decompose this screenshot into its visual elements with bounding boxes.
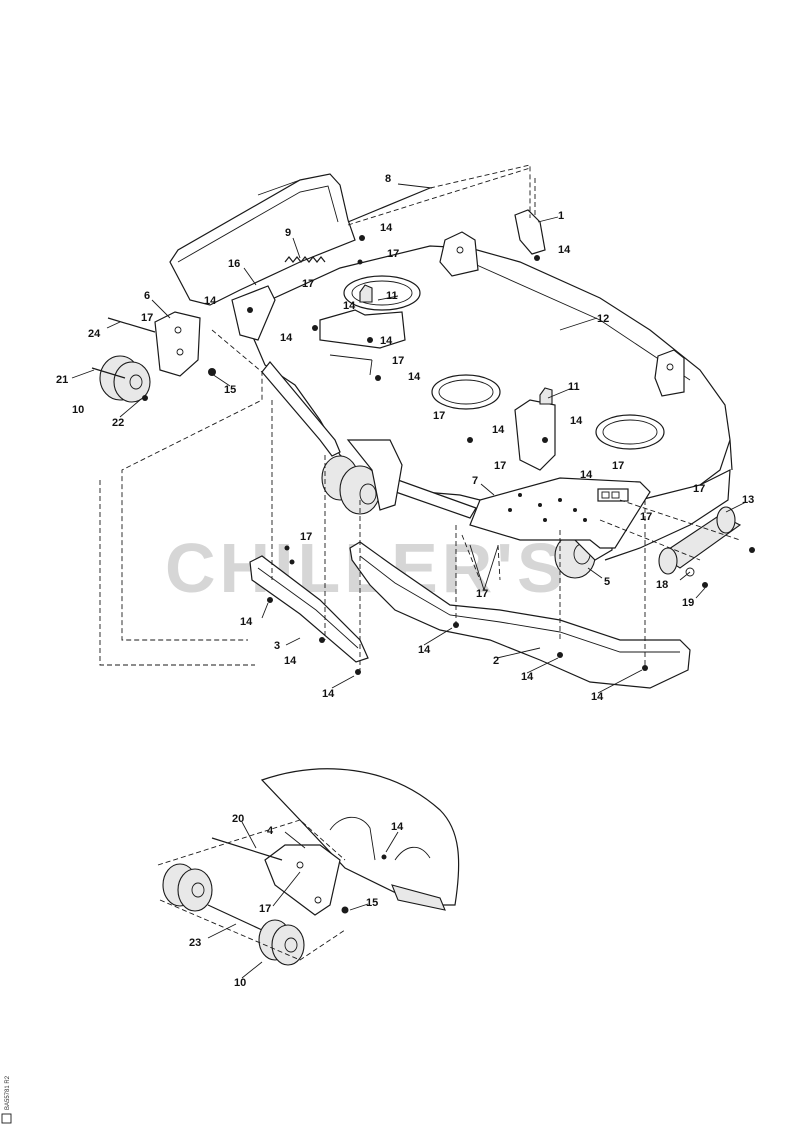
callout-20: 20 — [232, 813, 244, 825]
lift-rod — [347, 187, 431, 223]
caster-bracket-top — [154, 311, 201, 377]
callout-14: 14 — [343, 300, 356, 312]
baffle — [349, 541, 691, 689]
callout-16: 16 — [228, 258, 240, 270]
callout-14: 14 — [284, 655, 297, 667]
callout-4: 4 — [267, 825, 274, 837]
callout-11: 11 — [386, 290, 398, 302]
callout-14: 14 — [418, 644, 431, 656]
callout-15-inset: 15 — [366, 897, 378, 909]
pulley-bracket-rear — [319, 284, 406, 349]
callout-14: 14 — [322, 688, 335, 700]
assembly-guide-lines — [99, 164, 741, 670]
callout-14: 14 — [492, 424, 505, 436]
hardware-fasteners — [142, 235, 755, 675]
spindle-opening-left — [343, 275, 421, 311]
callout-17: 17 — [640, 511, 652, 523]
drawing-code: BA55781 R2 — [5, 1075, 11, 1110]
hanger-bracket — [514, 209, 546, 255]
callout-21: 21 — [56, 374, 68, 386]
callout-9: 9 — [285, 227, 291, 239]
callout-12: 12 — [597, 313, 609, 325]
inset-view — [157, 768, 460, 966]
callout-17: 17 — [387, 248, 399, 260]
callout-1: 1 — [558, 210, 564, 222]
callout-2: 2 — [493, 655, 499, 667]
callout-14: 14 — [408, 371, 421, 383]
callout-17: 17 — [494, 460, 506, 472]
gauge-wheel-top — [99, 355, 151, 403]
callout-22: 22 — [112, 417, 124, 429]
callout-14: 14 — [580, 469, 593, 481]
callout-8: 8 — [385, 173, 391, 185]
callout-17: 17 — [433, 410, 445, 422]
pulley-bracket-center — [514, 387, 556, 471]
rear-roller — [658, 506, 742, 575]
callout-14: 14 — [591, 691, 604, 703]
callout-18: 18 — [656, 579, 668, 591]
callout-14: 14 — [204, 295, 217, 307]
callout-11-center: 11 — [568, 381, 580, 393]
callout-7: 7 — [472, 475, 478, 487]
drawing-code-box — [1, 1113, 12, 1124]
gauge-wheel-bar — [261, 361, 477, 519]
deck-roller-left — [321, 439, 403, 515]
callout-3: 3 — [274, 640, 280, 652]
callout-14: 14 — [558, 244, 571, 256]
callout-6: 6 — [144, 290, 150, 302]
side-baffle — [249, 555, 369, 663]
callout-14: 14 — [380, 222, 393, 234]
spindle-opening-right — [595, 414, 665, 450]
callout-17: 17 — [141, 312, 153, 324]
callout-17-inset: 17 — [259, 903, 271, 915]
callout-17: 17 — [300, 531, 312, 543]
callout-13: 13 — [742, 494, 754, 506]
callout-23: 23 — [189, 937, 201, 949]
callout-14-inset: 14 — [391, 821, 404, 833]
callout-17: 17 — [302, 278, 314, 290]
callout-14: 14 — [521, 671, 534, 683]
spindle-opening-center — [431, 374, 501, 410]
callout-5: 5 — [604, 576, 610, 588]
belt-cover-plate — [469, 477, 651, 549]
callout-17: 17 — [693, 483, 705, 495]
callout-17: 17 — [612, 460, 624, 472]
callout-17: 17 — [392, 355, 404, 367]
callout-14: 14 — [380, 335, 393, 347]
discharge-deflector — [169, 173, 356, 306]
callout-15: 15 — [224, 384, 236, 396]
leader-lines — [71, 183, 747, 979]
callout-14: 14 — [570, 415, 583, 427]
callout-labels: 1 2 3 4 5 6 7 8 9 10 10 11 11 12 13 14 1… — [56, 173, 754, 989]
callout-10-inset: 10 — [234, 977, 246, 989]
callout-10: 10 — [72, 404, 84, 416]
callout-24: 24 — [88, 328, 101, 340]
spring — [284, 256, 326, 263]
callout-19: 19 — [682, 597, 694, 609]
callout-14: 14 — [240, 616, 253, 628]
callout-14: 14 — [280, 332, 293, 344]
callout-17: 17 — [476, 588, 488, 600]
